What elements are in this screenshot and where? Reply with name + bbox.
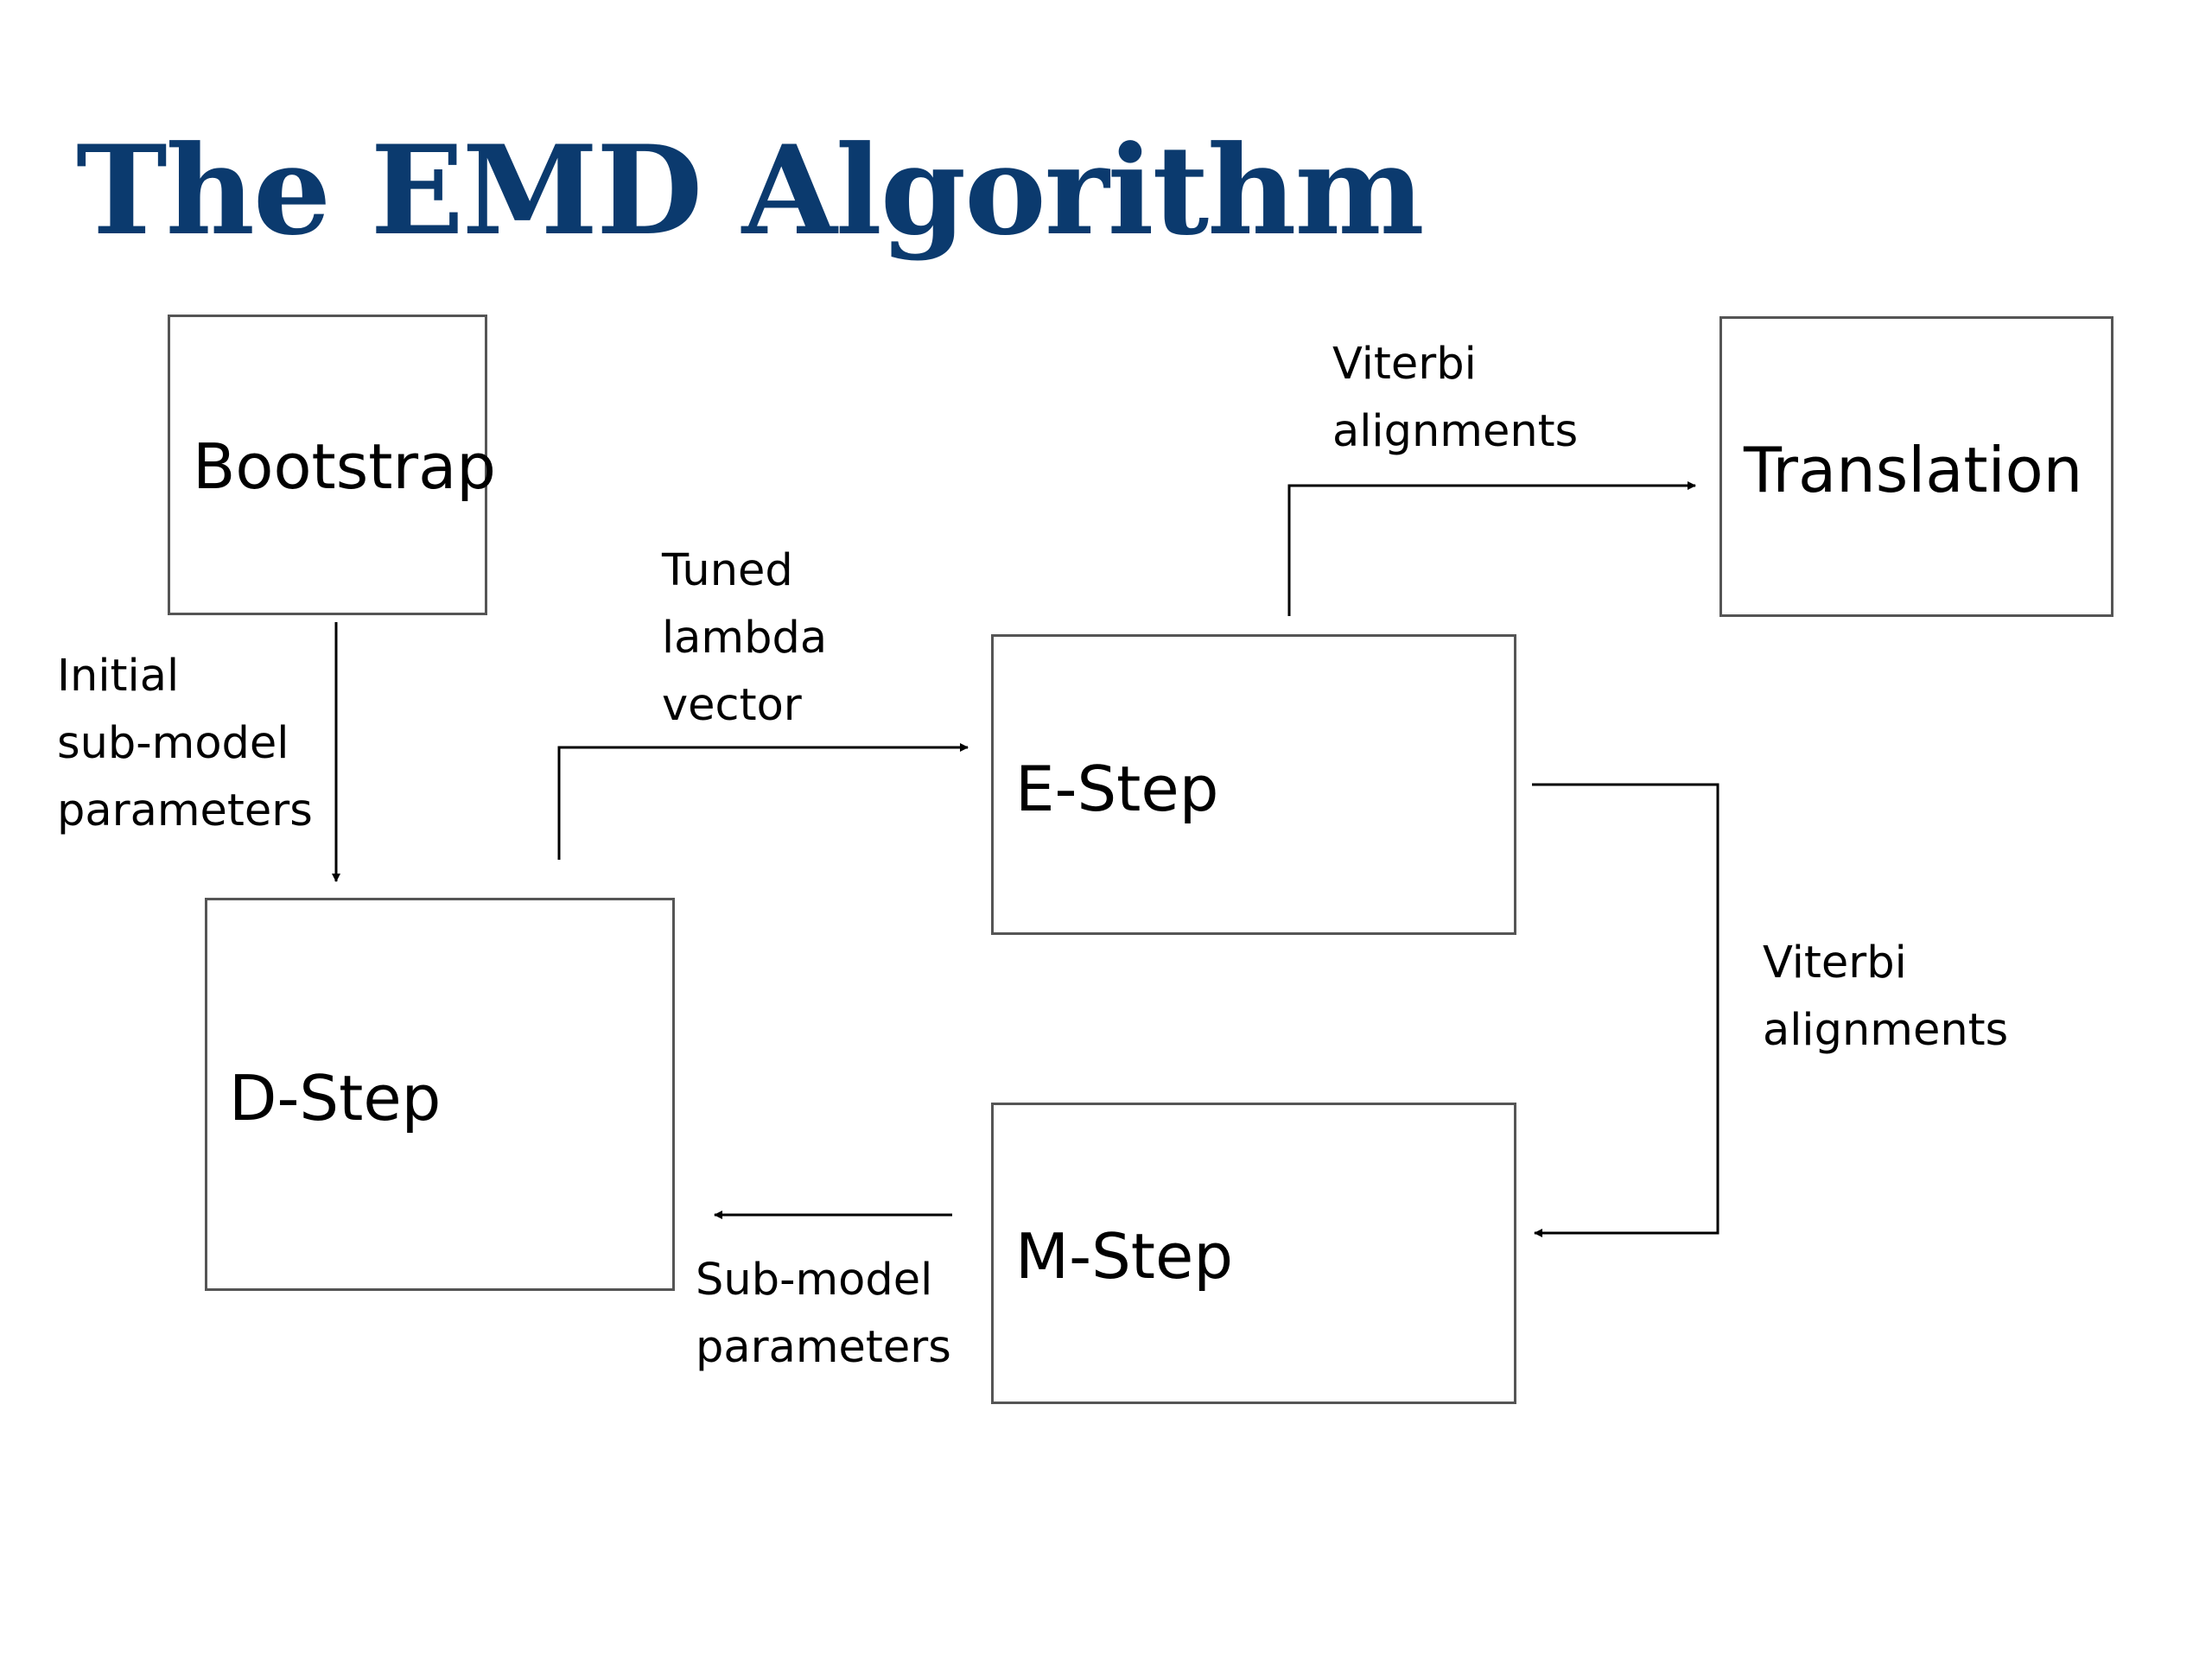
edge-label-line: alignments [1332, 406, 1579, 457]
arrow-estep-to-translation [1287, 481, 1696, 616]
edge-label-line: Viterbi [1332, 339, 1477, 390]
bootstrap-box [168, 315, 487, 615]
edge-label-line: sub-model [57, 718, 289, 769]
edge-label-line: Initial [57, 651, 180, 702]
m-step-label: M-Step [1015, 1220, 1234, 1293]
initial-parameters-label: Initial sub-model parameters [57, 643, 313, 845]
e-step-box [991, 634, 1516, 935]
edge-label-line: vector [662, 680, 802, 731]
viterbi-right-label: Viterbi alignments [1763, 930, 2008, 1065]
edge-label-line: parameters [57, 785, 313, 836]
edge-label-line: parameters [696, 1322, 951, 1373]
slide-title: The EMD Algorithm [76, 119, 1425, 263]
translation-box [1719, 316, 2113, 617]
d-step-label: D-Step [229, 1062, 442, 1135]
e-step-label: E-Step [1015, 753, 1219, 825]
tuned-lambda-label: Tuned lambda vector [662, 537, 827, 740]
edge-label-line: lambda [662, 613, 828, 664]
arrow-dstep-to-estep [557, 743, 969, 860]
edge-label-line: Tuned [662, 545, 793, 596]
viterbi-top-label: Viterbi alignments [1332, 331, 1578, 466]
m-step-box [991, 1103, 1516, 1404]
bootstrap-label: Bootstrap [193, 430, 496, 503]
edge-label-line: alignments [1763, 1005, 2009, 1056]
translation-label: Translation [1744, 434, 2083, 506]
edge-label-line: Sub-model [696, 1255, 933, 1306]
edge-label-line: Viterbi [1763, 938, 1907, 988]
sub-model-parameters-label: Sub-model parameters [696, 1247, 951, 1382]
arrow-estep-to-mstep [1532, 783, 1719, 1237]
d-step-box [205, 898, 675, 1291]
